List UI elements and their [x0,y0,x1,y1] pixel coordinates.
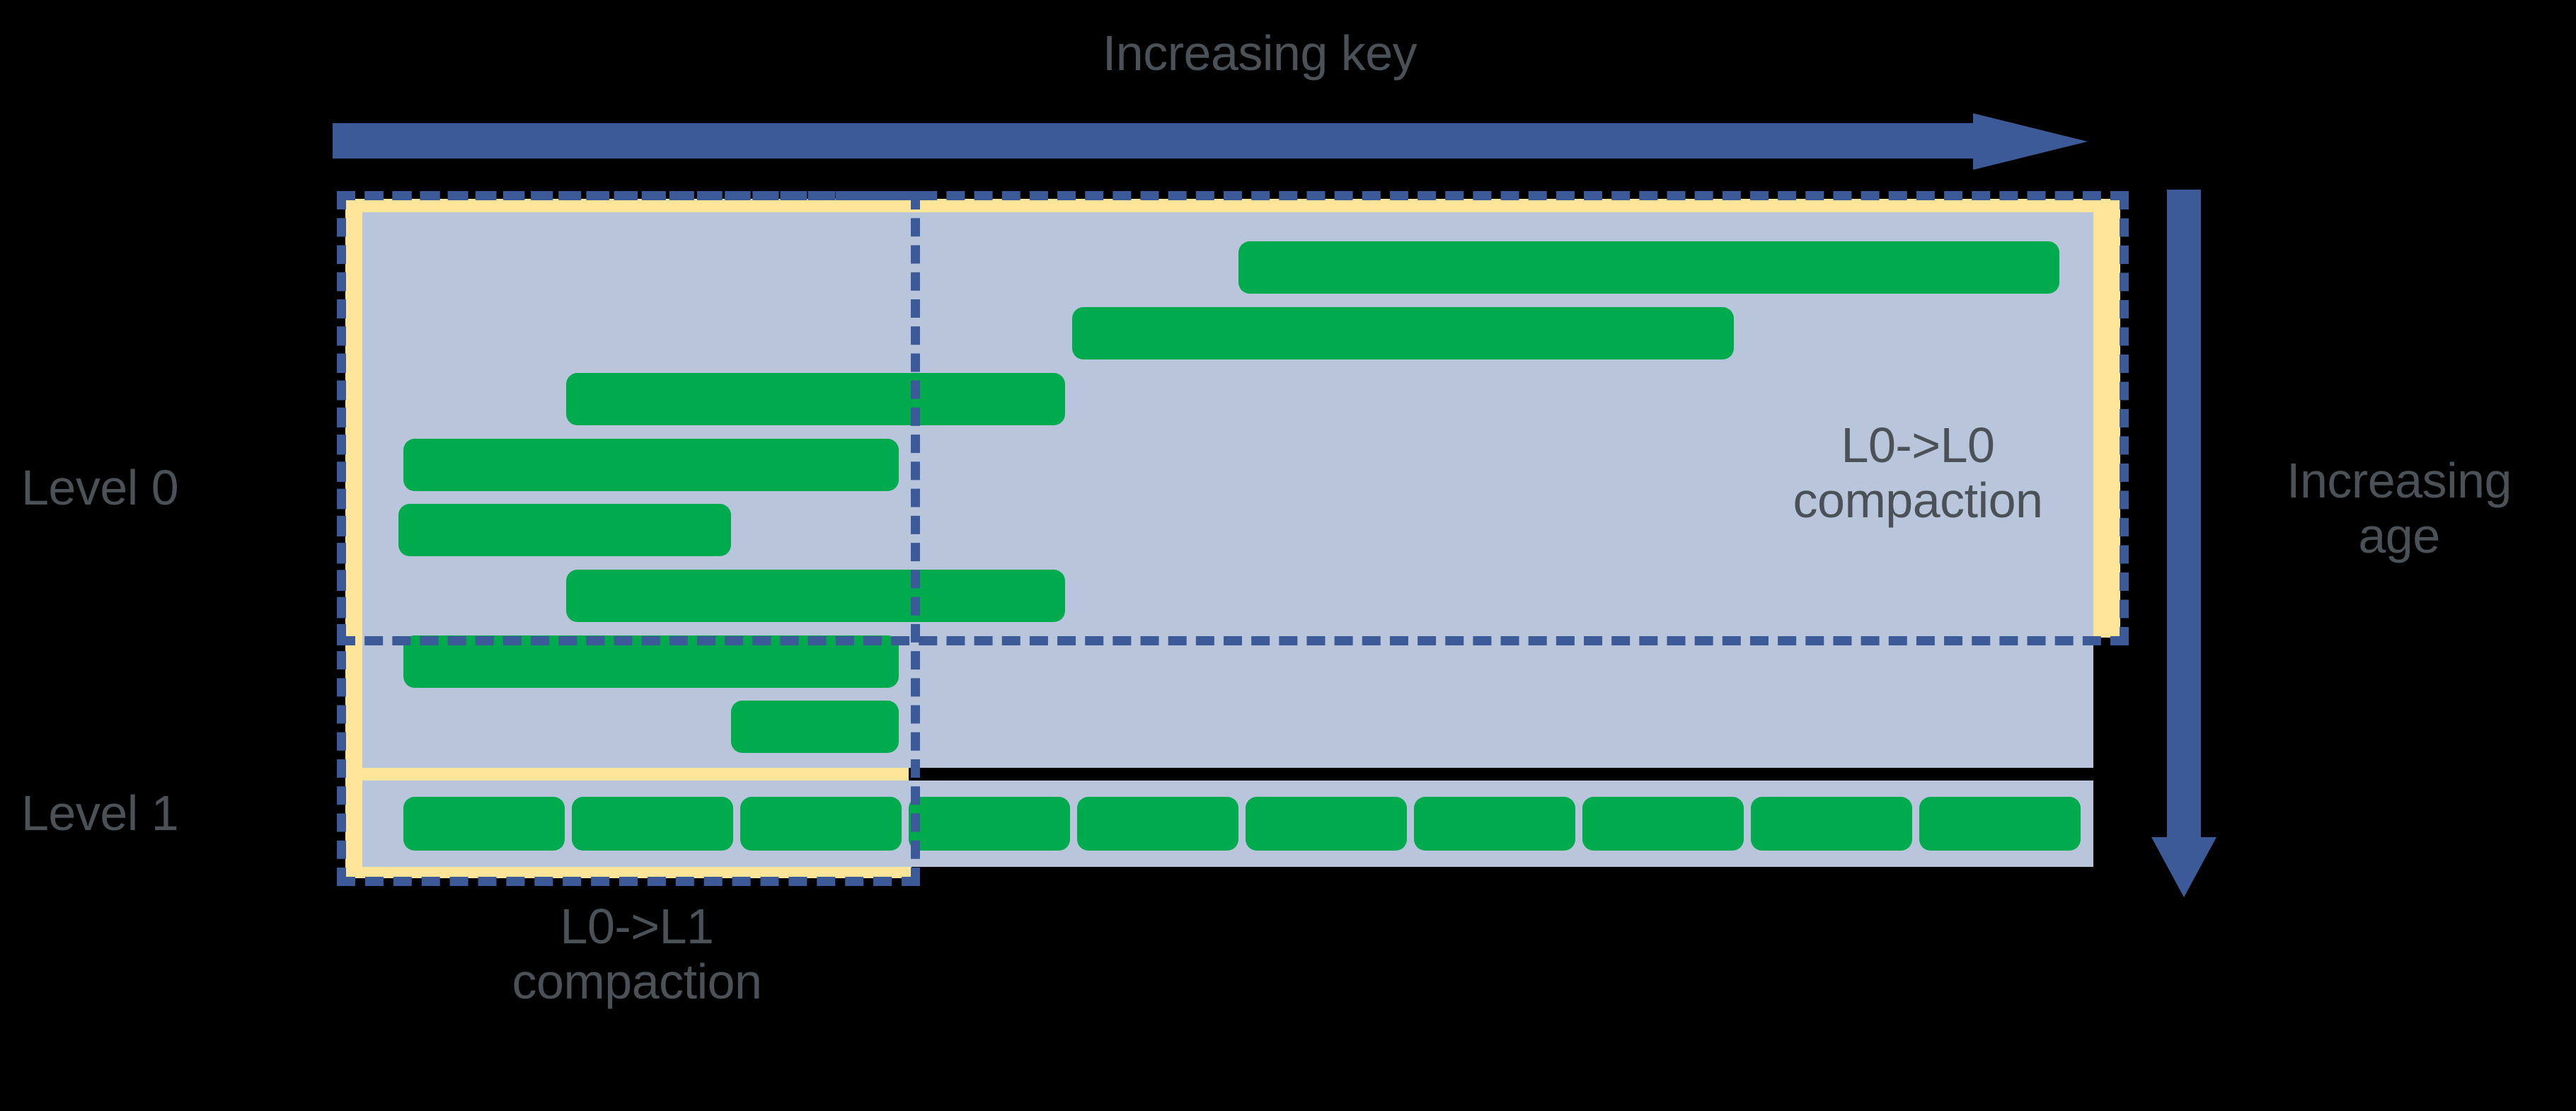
level-divider-gap [909,768,2093,781]
level-0-label: Level 0 [21,460,179,515]
increasing-key-arrow [333,113,2088,170]
sst-block [1919,797,2081,851]
sst-block [1238,241,2059,294]
sst-block [403,439,899,491]
level-divider-highlight [354,768,909,781]
sst-block [1582,797,1744,851]
sst-block [1246,797,1407,851]
sst-block [572,797,733,851]
sst-block [1077,797,1238,851]
sst-block [566,570,1065,622]
sst-block [1072,307,1734,359]
level-1-label: Level 1 [21,785,179,841]
arrow-head-right-icon [1973,113,2088,170]
increasing-age-arrow [2151,190,2229,897]
arrow-shaft [2167,190,2201,844]
sst-block [566,373,1065,425]
increasing-key-label: Increasing key [1102,25,1418,81]
sst-block [740,797,902,851]
l0-to-l1-compaction-border [337,191,920,886]
sst-block [909,797,1070,851]
increasing-age-label: Increasing age [2287,453,2512,564]
sst-block [398,504,731,556]
arrow-shaft [333,123,1982,159]
sst-block [1751,797,1912,851]
arrow-head-down-icon [2151,837,2216,897]
l0-to-l0-compaction-label: L0->L0 compaction [1793,418,2043,529]
l0-to-l1-compaction-label: L0->L1 compaction [512,899,762,1010]
sst-block [1414,797,1575,851]
sst-block [403,797,565,851]
sst-block [731,701,899,753]
